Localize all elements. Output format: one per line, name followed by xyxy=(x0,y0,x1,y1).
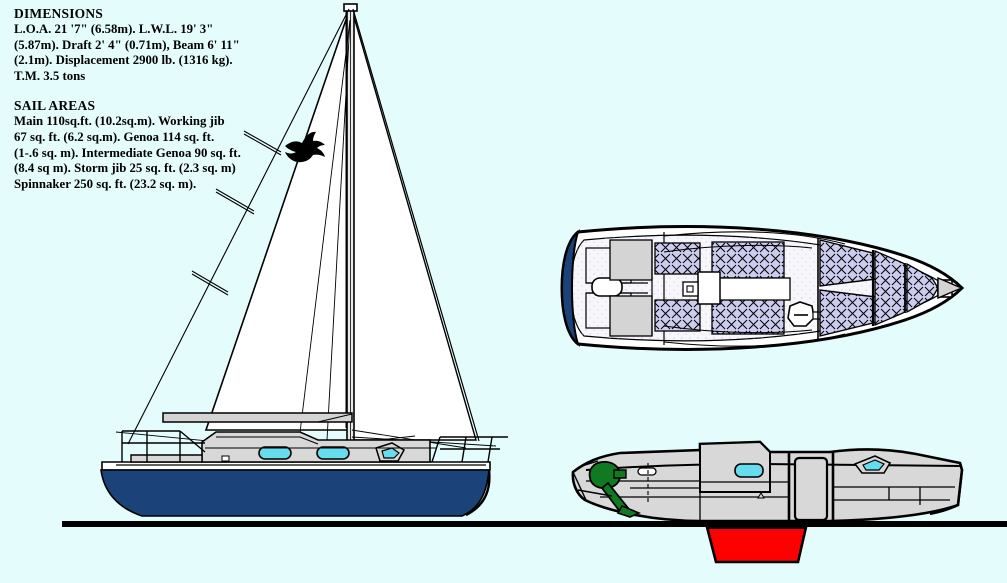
dimensions-line-3: (2.1m). Displacement 2900 lb. (1316 kg). xyxy=(14,53,233,68)
profile-small-marker xyxy=(757,492,765,499)
outboard-prop-skeg xyxy=(616,504,642,518)
portlight-forward xyxy=(316,446,350,460)
portlight-aft xyxy=(258,446,292,460)
dimensions-line-2: (5.87m). Draft 2' 4" (0.71m), Beam 6' 11… xyxy=(14,37,240,52)
deck-cabin-trunk-outline xyxy=(663,231,846,347)
sail-areas-line-5: Spinnaker 250 sq. ft. (23.2 sq. m). xyxy=(14,176,197,191)
compression-post-detail xyxy=(686,285,694,293)
companionway xyxy=(793,456,829,522)
cabin-trunk-topline xyxy=(216,436,319,445)
jib-sail xyxy=(351,9,477,441)
cockpit-coaming xyxy=(130,454,203,463)
quarter-berth-starboard xyxy=(654,299,701,332)
deck-transom xyxy=(560,228,581,348)
spreader xyxy=(317,413,353,423)
dimensions-line-4: T.M. 3.5 tons xyxy=(14,68,86,83)
deck-plan-view xyxy=(560,225,965,351)
shroud-port xyxy=(298,19,351,442)
jib-seam-lines xyxy=(191,130,282,296)
deck-outboard-well xyxy=(591,277,623,297)
backstay xyxy=(127,8,350,445)
deck-bow-tip xyxy=(937,276,965,300)
masthead-fitting xyxy=(343,3,358,12)
forestay xyxy=(352,8,480,442)
galley-sink xyxy=(787,301,815,327)
profile-deck-vent xyxy=(637,467,657,476)
interior-profile-view xyxy=(571,440,964,564)
sail-areas-line-3: (1-.6 sq. m). Intermediate Genoa 90 sq. … xyxy=(14,145,241,160)
outboard-bracket xyxy=(613,469,627,479)
bow-stem xyxy=(465,469,491,517)
profile-hatch-glass xyxy=(862,459,885,471)
boom xyxy=(162,412,353,423)
settee-starboard xyxy=(711,297,785,335)
quarter-berth-port xyxy=(654,242,701,275)
v-berth-tip-cushion xyxy=(906,262,939,314)
keel-root-shadow xyxy=(707,524,806,529)
cockpit-seat-port xyxy=(609,239,653,281)
keel xyxy=(705,525,808,564)
profile-stern-detail xyxy=(572,460,613,501)
settee-port xyxy=(711,241,785,279)
hull-sheer-strip xyxy=(101,461,491,471)
outboard-motor xyxy=(588,461,642,518)
profile-cabin-portlight xyxy=(734,463,764,478)
shroud-starboard xyxy=(326,19,351,441)
cockpit-seat-starboard xyxy=(609,295,653,337)
bow-pulpit-railing xyxy=(431,436,508,463)
bird-emblem-icon xyxy=(285,131,325,163)
sail-areas-heading: SAIL AREAS xyxy=(14,98,96,114)
dimensions-heading: DIMENSIONS xyxy=(14,6,104,21)
sail-areas-line-2: 67 sq. ft. (6.2 sq.m). Genoa 114 sq. ft. xyxy=(14,129,215,144)
mast-step-box xyxy=(697,271,721,305)
dimensions-line-1: L.O.A. 21 '7" (6.58m). L.W.L. 19' 3" xyxy=(14,22,214,36)
profile-bow-stem xyxy=(929,462,964,516)
specifications-block: DIMENSIONS L.O.A. 21 '7" (6.58m). L.W.L.… xyxy=(14,6,264,192)
hull-navy-topsides xyxy=(100,469,490,517)
stern-pulpit-railing xyxy=(121,430,206,462)
waterline xyxy=(62,521,1007,527)
sail-plan-view xyxy=(100,3,508,517)
sail-areas-line-1: Main 110sq.ft. (10.2sq.m). Working jib xyxy=(14,114,225,129)
mainsail xyxy=(204,7,351,431)
sail-areas-line-4: (8.4 sq m). Storm jib 25 sq. ft. (2.3 sq… xyxy=(14,161,236,176)
cockpit-vent xyxy=(221,455,230,462)
